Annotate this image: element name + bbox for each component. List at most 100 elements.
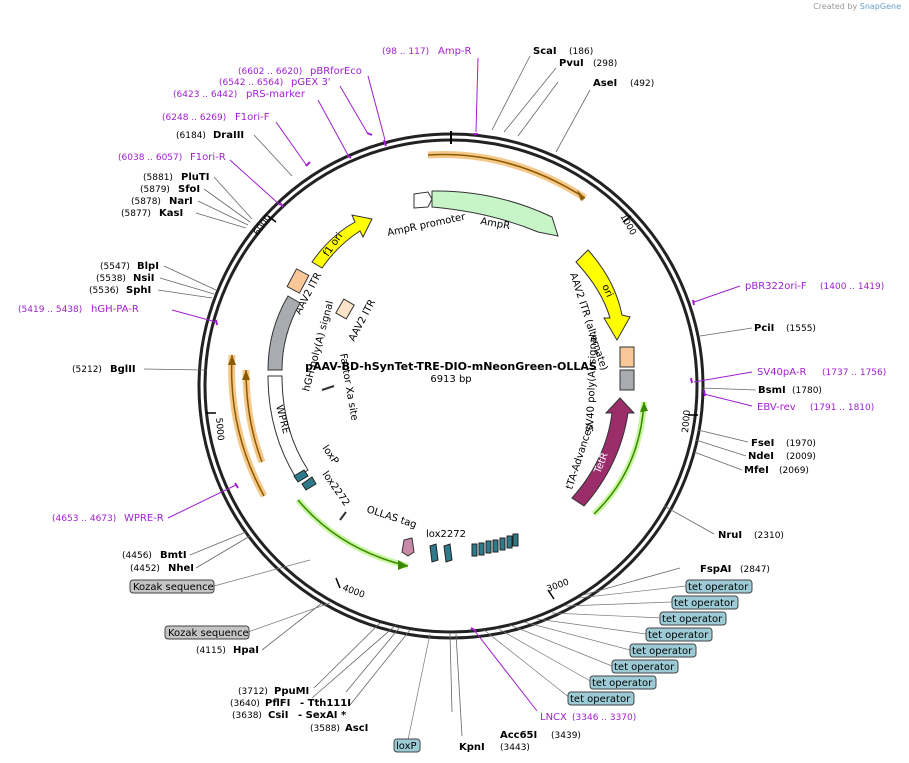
tet-operator-label-3: tet operator <box>662 614 723 625</box>
enzyme-ndei: NdeI <box>748 451 774 462</box>
enzyme-csii-pos: (3638) <box>232 711 262 721</box>
enzyme-ndei-pos: (2009) <box>786 452 816 462</box>
primer-pgex-range: (6542 .. 6564) <box>219 78 283 88</box>
aav2-itr-right <box>619 346 635 368</box>
tet-operator-label-5: tet operator <box>632 646 693 657</box>
kozak-label-1: Kozak sequence <box>133 582 214 593</box>
lox2272-arrow-2a <box>429 543 439 563</box>
aav2-itr-left <box>286 268 310 294</box>
tet-operator-label-4: tet operator <box>648 630 709 641</box>
tet-operator-label-1: tet operator <box>688 582 749 593</box>
enzyme-sphi: SphI <box>126 285 151 296</box>
tick-1000: 1000 <box>617 213 637 238</box>
primer-ebv-range: (1791 .. 1810) <box>810 403 874 413</box>
primer-prs-range: (6423 .. 6442) <box>173 90 237 100</box>
enzyme-nhei-pos: (4452) <box>130 564 160 574</box>
enzyme-nrui: NruI <box>718 530 742 541</box>
enzyme-fspai-pos: (2847) <box>740 565 770 575</box>
f1-ori-arrow <box>311 214 373 269</box>
lox2272-label-2: lox2272 <box>426 529 466 540</box>
enzyme-fsei-pos: (1970) <box>786 439 816 449</box>
plasmid-name: pAAV-BD-hSynTet-TRE-DIO-mNeonGreen-OLLAS <box>305 360 597 373</box>
enzyme-pluti: PluTI <box>181 172 209 183</box>
kozak-label-2: Kozak sequence <box>168 628 249 639</box>
enzyme-labels: ScaI (186) PvuI (298) AseI (492) PciI (1… <box>72 46 822 753</box>
enzyme-csii: CsiI <box>268 710 288 721</box>
enzyme-ppumi-pos: (3712) <box>238 687 268 697</box>
enzyme-nari-pos: (5878) <box>131 197 161 207</box>
orf-arc-bottom <box>295 498 409 569</box>
enzyme-acc65i: Acc65I <box>500 730 537 741</box>
enzyme-draiii-pos: (6184) <box>176 131 206 141</box>
box-leaders <box>213 559 687 741</box>
ollas-mark <box>339 511 347 521</box>
tet-operator-label-8: tet operator <box>570 694 631 705</box>
enzyme-sfoi: SfoI <box>178 184 200 195</box>
primer-pbr322: pBR322ori-F <box>745 281 807 292</box>
enzyme-blpi: BlpI <box>137 261 159 272</box>
enzyme-kpni-pos: (3443) <box>500 743 530 753</box>
plasmid-size: 6913 bp <box>430 374 471 385</box>
lox2272-label-1: lox2272 <box>320 469 352 508</box>
enzyme-pcii: PciI <box>754 323 774 334</box>
loxp-box-label: loxP <box>396 741 417 752</box>
enzyme-bsmi: BsmI <box>758 385 786 396</box>
tick-5000: 5000 <box>213 417 225 441</box>
lox2272-arrow-1 <box>293 469 309 483</box>
lox2272-arrow-2b <box>443 543 453 563</box>
enzyme-bglii-pos: (5212) <box>72 365 102 375</box>
ori-arrow <box>575 249 631 341</box>
enzyme-bmti-pos: (4456) <box>122 551 152 561</box>
enzyme-draiii: DraIII <box>213 130 244 141</box>
enzyme-nrui-pos: (2310) <box>754 531 784 541</box>
aav2-itr-mid <box>335 298 355 320</box>
loxp-arrow <box>301 476 317 491</box>
primer-wpre-range: (4653 .. 4673) <box>52 514 116 524</box>
loxp-label: loxP <box>320 443 341 466</box>
enzyme-mfei: MfeI <box>744 465 769 476</box>
enzyme-pluti-pos: (5881) <box>143 173 173 183</box>
enzyme-asci: AscI <box>345 723 368 734</box>
primer-f1orif: F1ori-F <box>235 112 270 123</box>
tick-3000: 3000 <box>546 577 571 594</box>
enzyme-bmti: BmtI <box>160 550 187 561</box>
enzyme-nsii: NsiI <box>133 273 154 284</box>
ollas-arrow <box>401 537 415 557</box>
primer-pbr322-range: (1400 .. 1419) <box>820 282 884 292</box>
primer-hgh: hGH-PA-R <box>91 304 139 315</box>
enzyme-kpni: KpnI <box>459 742 485 753</box>
enzyme-acc65i-pos: (3439) <box>551 731 581 741</box>
enzyme-nhei: NheI <box>168 563 194 574</box>
tet-operator-label-6: tet operator <box>614 662 675 673</box>
enzyme-pflfi-pos: (3640) <box>230 699 260 709</box>
enzyme-pvui: PvuI <box>559 58 584 69</box>
primer-ampr: Amp-R <box>438 46 472 57</box>
primer-lncx: LNCX <box>540 712 567 723</box>
hgh-polya-arc <box>267 295 301 371</box>
tet-operator-labels: tet operator tet operator tet operator t… <box>567 579 753 706</box>
ampr-label: AmpR <box>479 216 510 232</box>
primer-pgex: pGEX 3' <box>291 77 331 88</box>
enzyme-nari: NarI <box>169 196 193 207</box>
primer-pbrforeco-range: (6602 .. 6620) <box>238 67 302 77</box>
enzyme-sexai: - SexAI * <box>298 710 347 721</box>
orf-arc-left-2 <box>242 369 266 464</box>
primer-f1orir: F1ori-R <box>190 152 226 163</box>
primer-hgh-range: (5419 .. 5438) <box>18 305 82 315</box>
tet-operator-blocks <box>471 533 519 557</box>
enzyme-kasi-pos: (5877) <box>121 209 151 219</box>
sv40-polya-box <box>619 369 635 391</box>
wpre-arrow <box>267 375 309 479</box>
enzyme-blpi-pos: (5547) <box>100 262 130 272</box>
primer-leaders <box>167 57 753 712</box>
factor-xa-mark <box>321 385 335 391</box>
primer-ampr-range: (98 .. 117) <box>382 47 429 57</box>
enzyme-kasi: KasI <box>159 208 183 219</box>
ampr-promoter-arrow <box>413 191 433 209</box>
primer-prs: pRS-marker <box>246 89 306 100</box>
tick-4000: 4000 <box>341 583 366 600</box>
enzyme-ppumi: PpuMI <box>274 686 309 697</box>
enzyme-fsei: FseI <box>751 438 774 449</box>
primer-wpre: WPRE-R <box>124 513 164 524</box>
